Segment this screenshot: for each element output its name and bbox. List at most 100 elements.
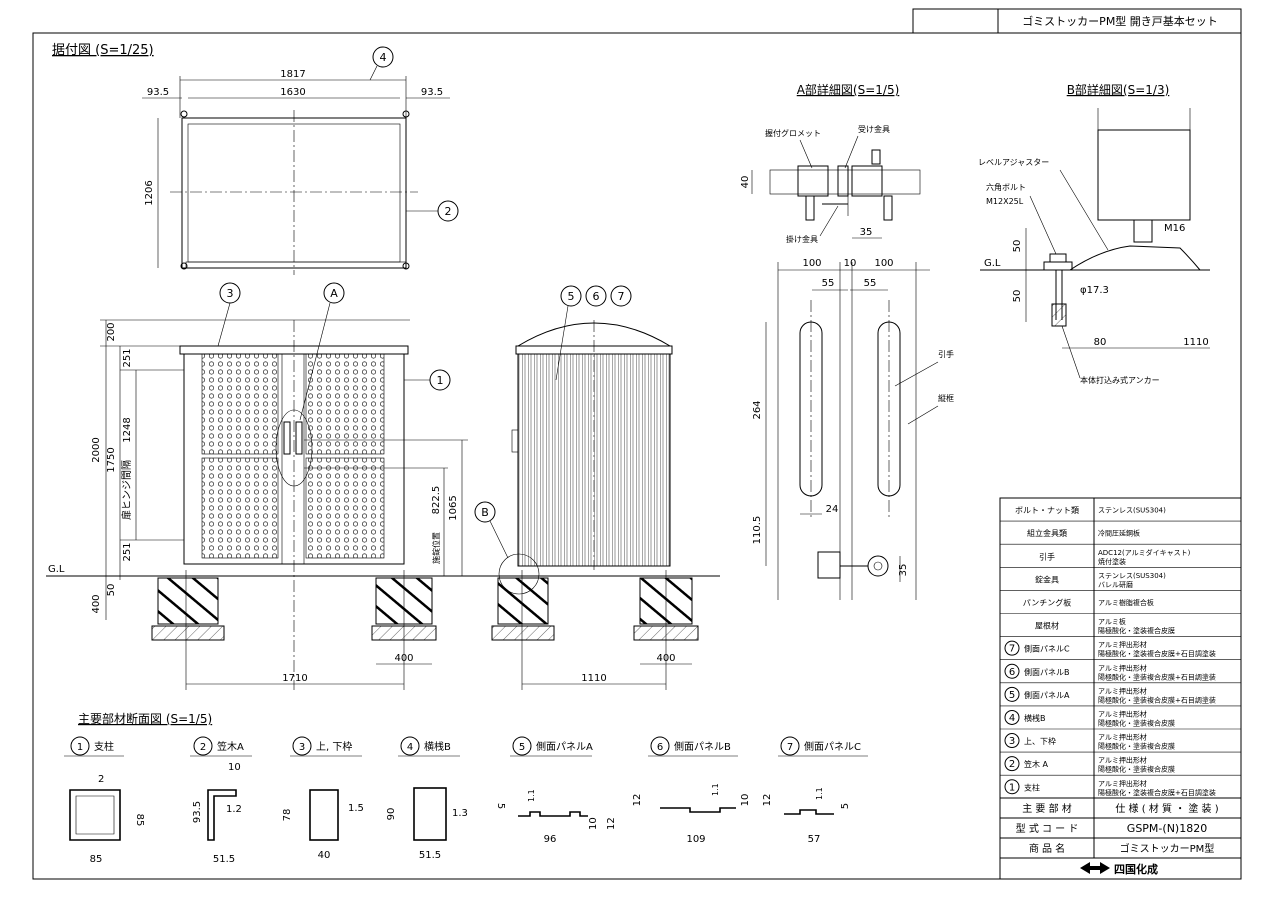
spec-row-part: 上、下枠 [1024, 736, 1056, 746]
dim-side-r: 93.5 [421, 87, 443, 98]
spec-row-spec: アルミ押出形材 [1098, 663, 1147, 672]
sec5-d11: 1.1 [527, 789, 536, 802]
side-view: B 1110 400 5 6 7 [474, 285, 699, 690]
sec2-d12: 1.2 [226, 804, 242, 815]
spec-row-number: 6 [1009, 667, 1015, 678]
sec2-d10: 10 [228, 762, 241, 773]
dim-h-251b: 251 [122, 542, 133, 561]
label-grommet: 握付グロメット [765, 128, 821, 138]
spec-row-spec-line2: バレル研磨 [1098, 580, 1133, 589]
spec-header-spec: 仕 様 ( 材 質 ・ 塗 装 ) [1115, 802, 1218, 815]
spec-row-number-circle [1004, 663, 1020, 679]
dim-side-depth: 1110 [581, 673, 606, 684]
spec-row-spec: ADC12(アルミダイキャスト) [1098, 548, 1191, 557]
dim-a-1105: 110.5 [752, 516, 763, 545]
dim-h-total: 2000 [91, 437, 102, 462]
dim-b-1110: 1110 [1183, 337, 1208, 348]
sec1-d85a: 85 [134, 814, 145, 827]
sec3-d15: 1.5 [348, 803, 364, 814]
spec-row-spec-line2: 陽極酸化・塗装複合皮膜+石目調塗装 [1098, 695, 1216, 704]
detail-b-title: B部詳細図(S=1/3) [1067, 82, 1170, 97]
spec-row-spec: アルミ板 [1098, 617, 1126, 626]
dim-a-24: 24 [826, 504, 839, 515]
detail-b: B部詳細図(S=1/3) G.L レベルアジャスター 六角ボルト M12X25L… [978, 82, 1210, 385]
spec-code-label: 型 式 コ ー ド [1016, 822, 1079, 835]
dim-a-40: 40 [740, 176, 751, 189]
spec-row-number: 3 [1009, 736, 1015, 747]
spec-row-spec-line2: 陽極酸化・塗装複合皮膜+石目調塗装 [1098, 672, 1216, 681]
detail-a: A部詳細図(S=1/5) 握付グロメット 受け金具 掛け金具 40 35 100… [740, 82, 954, 600]
callout-5: 5 [568, 290, 575, 303]
spec-row-spec-line2: 陽極酸化・塗装複合皮膜 [1098, 626, 1175, 635]
sec4-name: 横桟B [424, 740, 451, 753]
callout-A: A [330, 287, 338, 300]
spec-row-number: 1 [1009, 782, 1015, 793]
dim-a-35b: 35 [898, 564, 909, 577]
label-hinge: 扉ヒンジ間隔 [120, 460, 133, 520]
spec-row-part: 側面パネルC [1024, 644, 1070, 654]
spec-row-part: 横桟B [1024, 713, 1046, 723]
spec-row-spec: アルミ押出形材 [1098, 779, 1147, 788]
sec3-d78: 78 [282, 809, 293, 822]
sec5-d5: 5 [495, 803, 506, 809]
header-box: ゴミストッカーPM型 開き戸基本セット [912, 8, 1242, 34]
dim-a-264: 264 [752, 400, 763, 419]
dim-a-10: 10 [844, 258, 857, 269]
sec5-d10: 10 [588, 817, 599, 830]
spec-row-number-circle [1004, 640, 1020, 656]
dim-a-55b: 55 [864, 278, 877, 289]
label-anchor: 本体打込み式アンカー [1080, 375, 1160, 385]
dim-h-1065: 1065 [448, 495, 459, 520]
dim-total-w: 1817 [280, 69, 305, 80]
spec-row-number-circle [1004, 686, 1020, 702]
sec7-d5: 5 [840, 803, 851, 809]
dim-h-251a: 251 [122, 348, 133, 367]
spec-row-number-circle [1004, 733, 1020, 749]
spec-row-number: 2 [1009, 759, 1015, 770]
spec-row-number-circle [1004, 709, 1020, 725]
dim-base-w: 400 [394, 653, 413, 664]
sec4-d90: 90 [386, 808, 397, 821]
label-hexbolt: 六角ボルト [986, 182, 1026, 192]
label-handle: 引手 [938, 349, 954, 359]
dim-a-100b: 100 [874, 258, 893, 269]
spec-row-part: 錠金具 [1035, 574, 1059, 584]
callout-6: 6 [593, 290, 600, 303]
detail-a-title: A部詳細図(S=1/5) [797, 82, 900, 97]
sec4-d515: 51.5 [419, 850, 441, 861]
sections-title: 主要部材断面図 (S=1/5) [78, 711, 212, 726]
dim-b-50b: 50 [1012, 290, 1023, 303]
label-adjuster: レベルアジャスター [978, 158, 1049, 167]
dim-h-400: 400 [91, 594, 102, 613]
spec-row-part: 側面パネルB [1024, 667, 1070, 677]
callout-2: 2 [445, 205, 452, 218]
sec1-d85b: 85 [90, 854, 103, 865]
spec-row-number: 4 [1009, 713, 1015, 724]
spec-row-part: 支柱 [1024, 782, 1040, 792]
spec-name-label: 商 品 名 [1029, 842, 1065, 855]
spec-row-spec: アルミ押出形材 [1098, 640, 1147, 649]
dim-h-200: 200 [106, 322, 117, 341]
sec1-no: 1 [77, 742, 83, 753]
maker-logo-icon [1080, 862, 1110, 874]
install-title: 据付図 (S=1/25) [52, 43, 154, 58]
spec-row-spec: アルミ押出形材 [1098, 709, 1147, 718]
sec2-d515: 51.5 [213, 854, 235, 865]
sec1-d2: 2 [98, 774, 104, 785]
dim-side-base: 400 [656, 653, 675, 664]
install-view: 据付図 (S=1/25) 1817 1630 93.5 93.5 1206 [46, 43, 720, 690]
front-view: 2000 1750 200 251 1248 扉ヒンジ間隔 251 50 400… [46, 282, 720, 690]
dim-b-50a: 50 [1012, 240, 1023, 253]
sec2-d935: 93.5 [192, 801, 203, 823]
sec6-d10: 10 [740, 794, 751, 807]
spec-code-value: GSPM-(N)1820 [1127, 822, 1207, 835]
spec-row-spec: ステンレス(SUS304) [1098, 507, 1166, 515]
dim-h-1750: 1750 [106, 447, 117, 472]
spec-row-spec-line2: 焼付塗装 [1098, 557, 1126, 566]
spec-row-part: ボルト・ナット類 [1015, 505, 1079, 515]
dim-front-w: 1710 [282, 673, 307, 684]
dim-h-8225: 822.5 [431, 486, 442, 515]
spec-row-spec: ステンレス(SUS304) [1098, 572, 1166, 580]
spec-row-spec-line2: 陽極酸化・塗装複合皮膜 [1098, 765, 1175, 774]
